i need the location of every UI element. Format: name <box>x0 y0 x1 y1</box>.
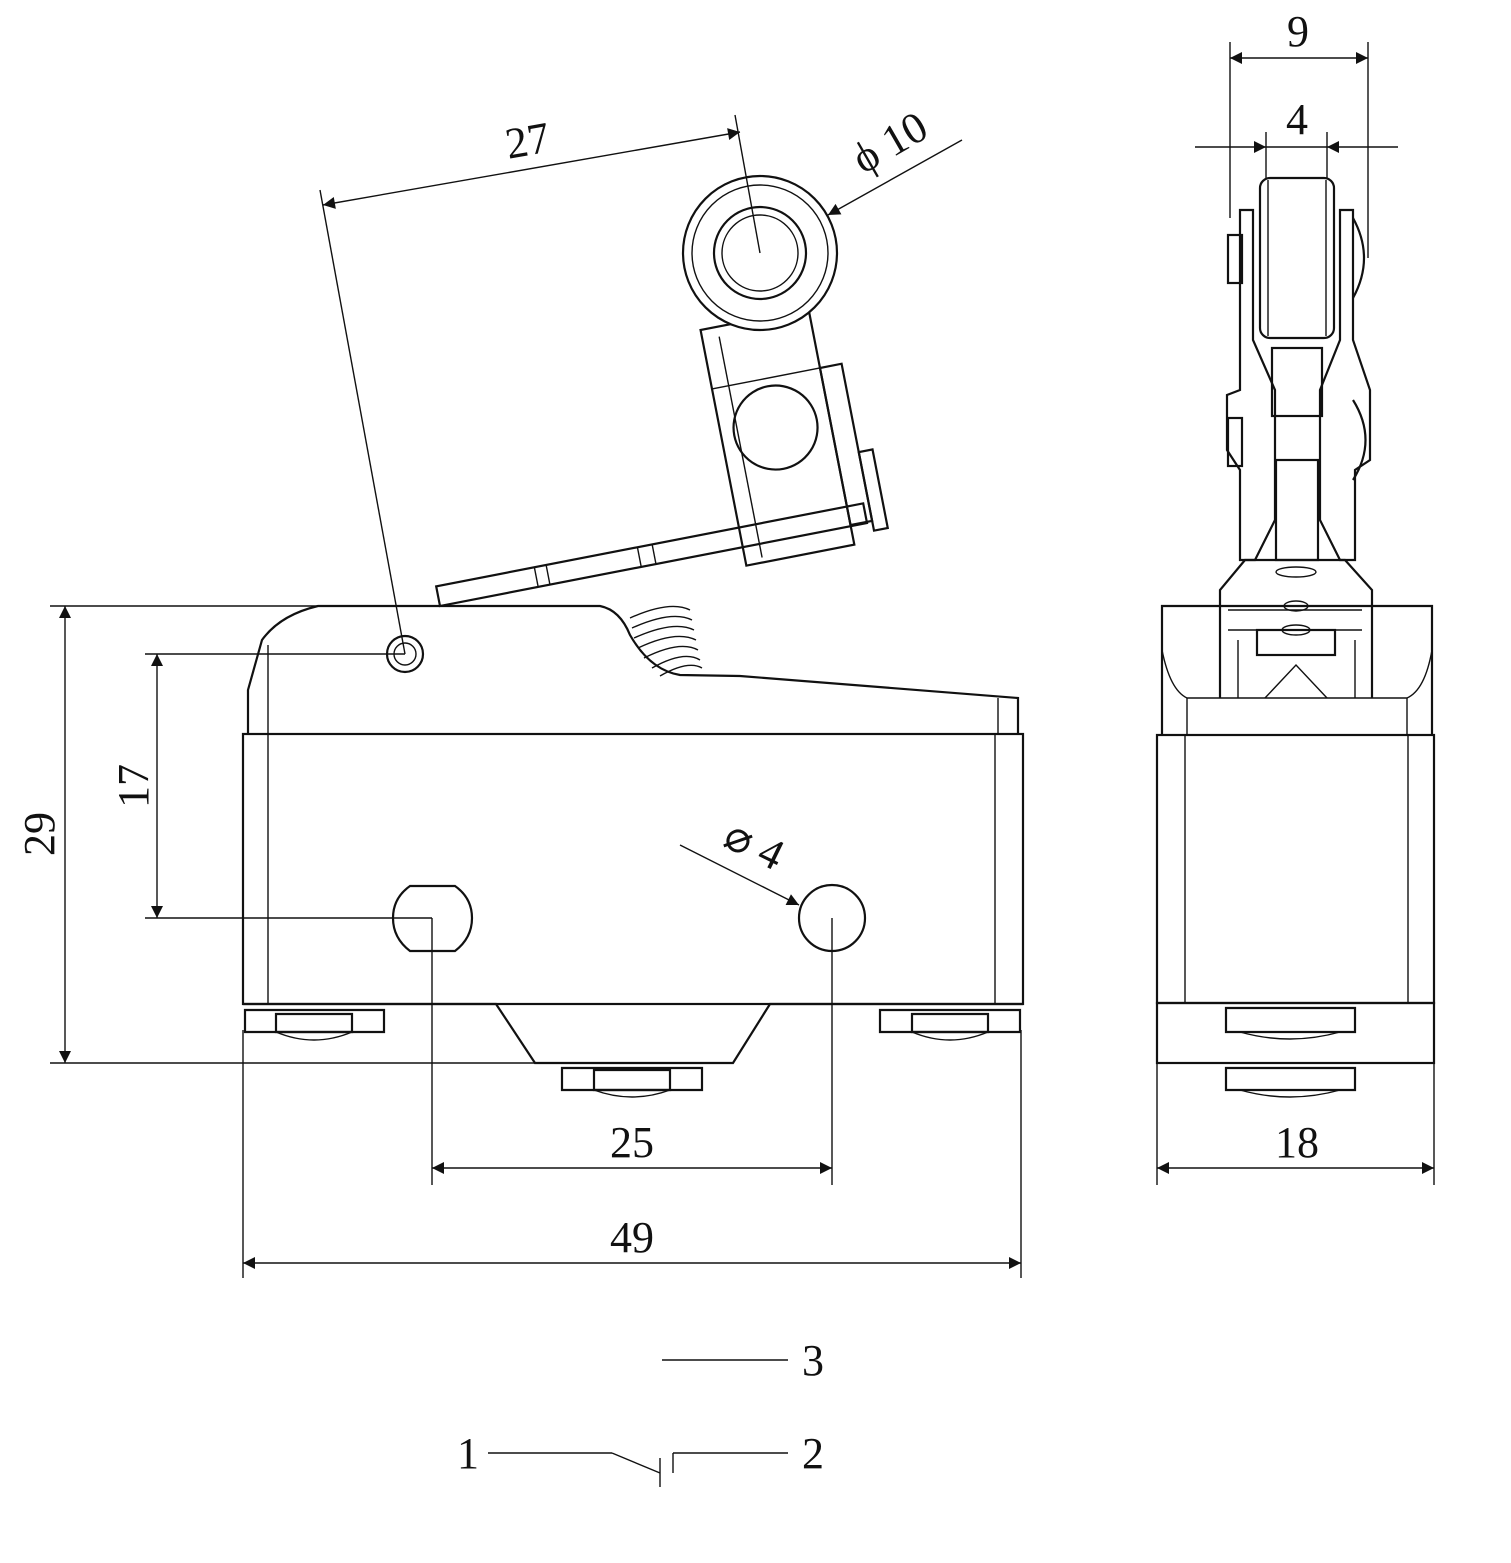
mounting-hole-left <box>391 884 474 953</box>
schematic-terminal-3: 3 <box>802 1336 824 1385</box>
roller-bracket <box>699 307 890 567</box>
dim-terminal-pitch: 25 <box>610 1118 654 1167</box>
dim-roller-diameter: ϕ 10 <box>844 102 936 184</box>
dim-pivot-height: 17 <box>109 764 158 808</box>
spring <box>629 605 703 677</box>
side-body <box>1155 733 1436 1005</box>
dim-side-depth: 18 <box>1275 1118 1319 1167</box>
bottom-profile <box>243 1002 1023 1065</box>
side-base <box>1155 1001 1436 1065</box>
dim-total-height: 29 <box>15 812 64 856</box>
dim-roller-width: 4 <box>1286 95 1308 144</box>
lever-arm <box>434 502 869 608</box>
side-lever <box>1218 176 1374 699</box>
terminal-right <box>878 1008 1022 1041</box>
switch-body <box>241 732 1025 1006</box>
schematic-terminal-1: 1 <box>457 1429 479 1478</box>
dimension-lines <box>50 42 1435 1278</box>
side-top-housing <box>1160 604 1434 735</box>
side-view <box>1155 176 1436 1098</box>
terminal-left <box>243 1008 386 1041</box>
terminal-center <box>560 1066 704 1098</box>
dim-roller-span: 9 <box>1287 7 1309 56</box>
front-view <box>241 174 1025 1098</box>
side-terminals <box>1224 1006 1357 1098</box>
schematic-terminal-2: 2 <box>802 1429 824 1478</box>
top-housing <box>246 604 1020 734</box>
dim-lever-length: 27 <box>502 113 554 169</box>
contact-schematic <box>488 1359 788 1487</box>
dim-overall-width: 49 <box>610 1213 654 1262</box>
side-roller <box>1258 176 1336 340</box>
